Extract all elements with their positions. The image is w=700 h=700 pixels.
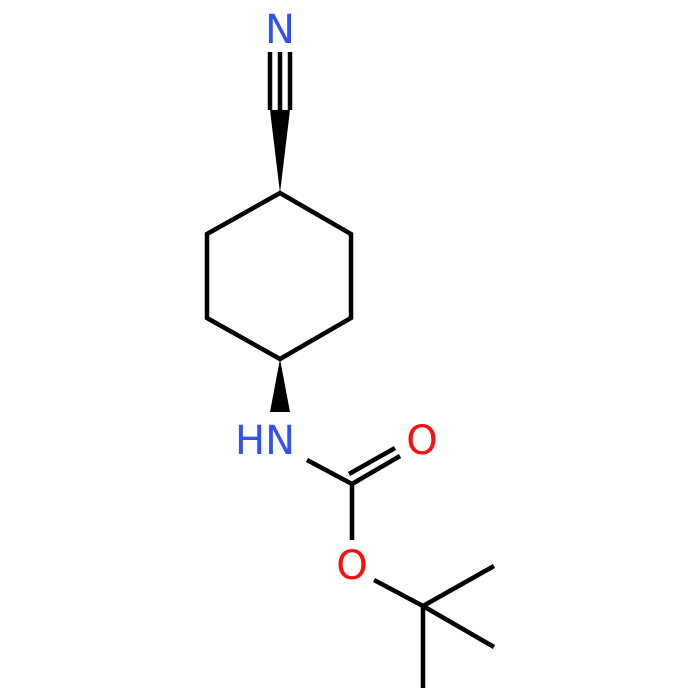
nh-carbonyl-bond [305, 458, 354, 486]
carbonyl-double-bond [347, 446, 402, 486]
nitrile-wedge-bond [270, 110, 290, 193]
cyclohexane-ring [204, 190, 354, 362]
nitrile-triple-bond [267, 52, 293, 110]
ester-oxygen-label: O [336, 543, 367, 589]
nitrile-nitrogen-label: N [265, 7, 295, 53]
tert-butyl-group [420, 564, 496, 688]
amide-nitrogen-label: HN [235, 418, 295, 464]
amine-wedge-bond [270, 359, 290, 412]
ester-o-tbutyl-bond [372, 578, 425, 608]
carbonyl-oxygen-label: O [406, 418, 437, 464]
